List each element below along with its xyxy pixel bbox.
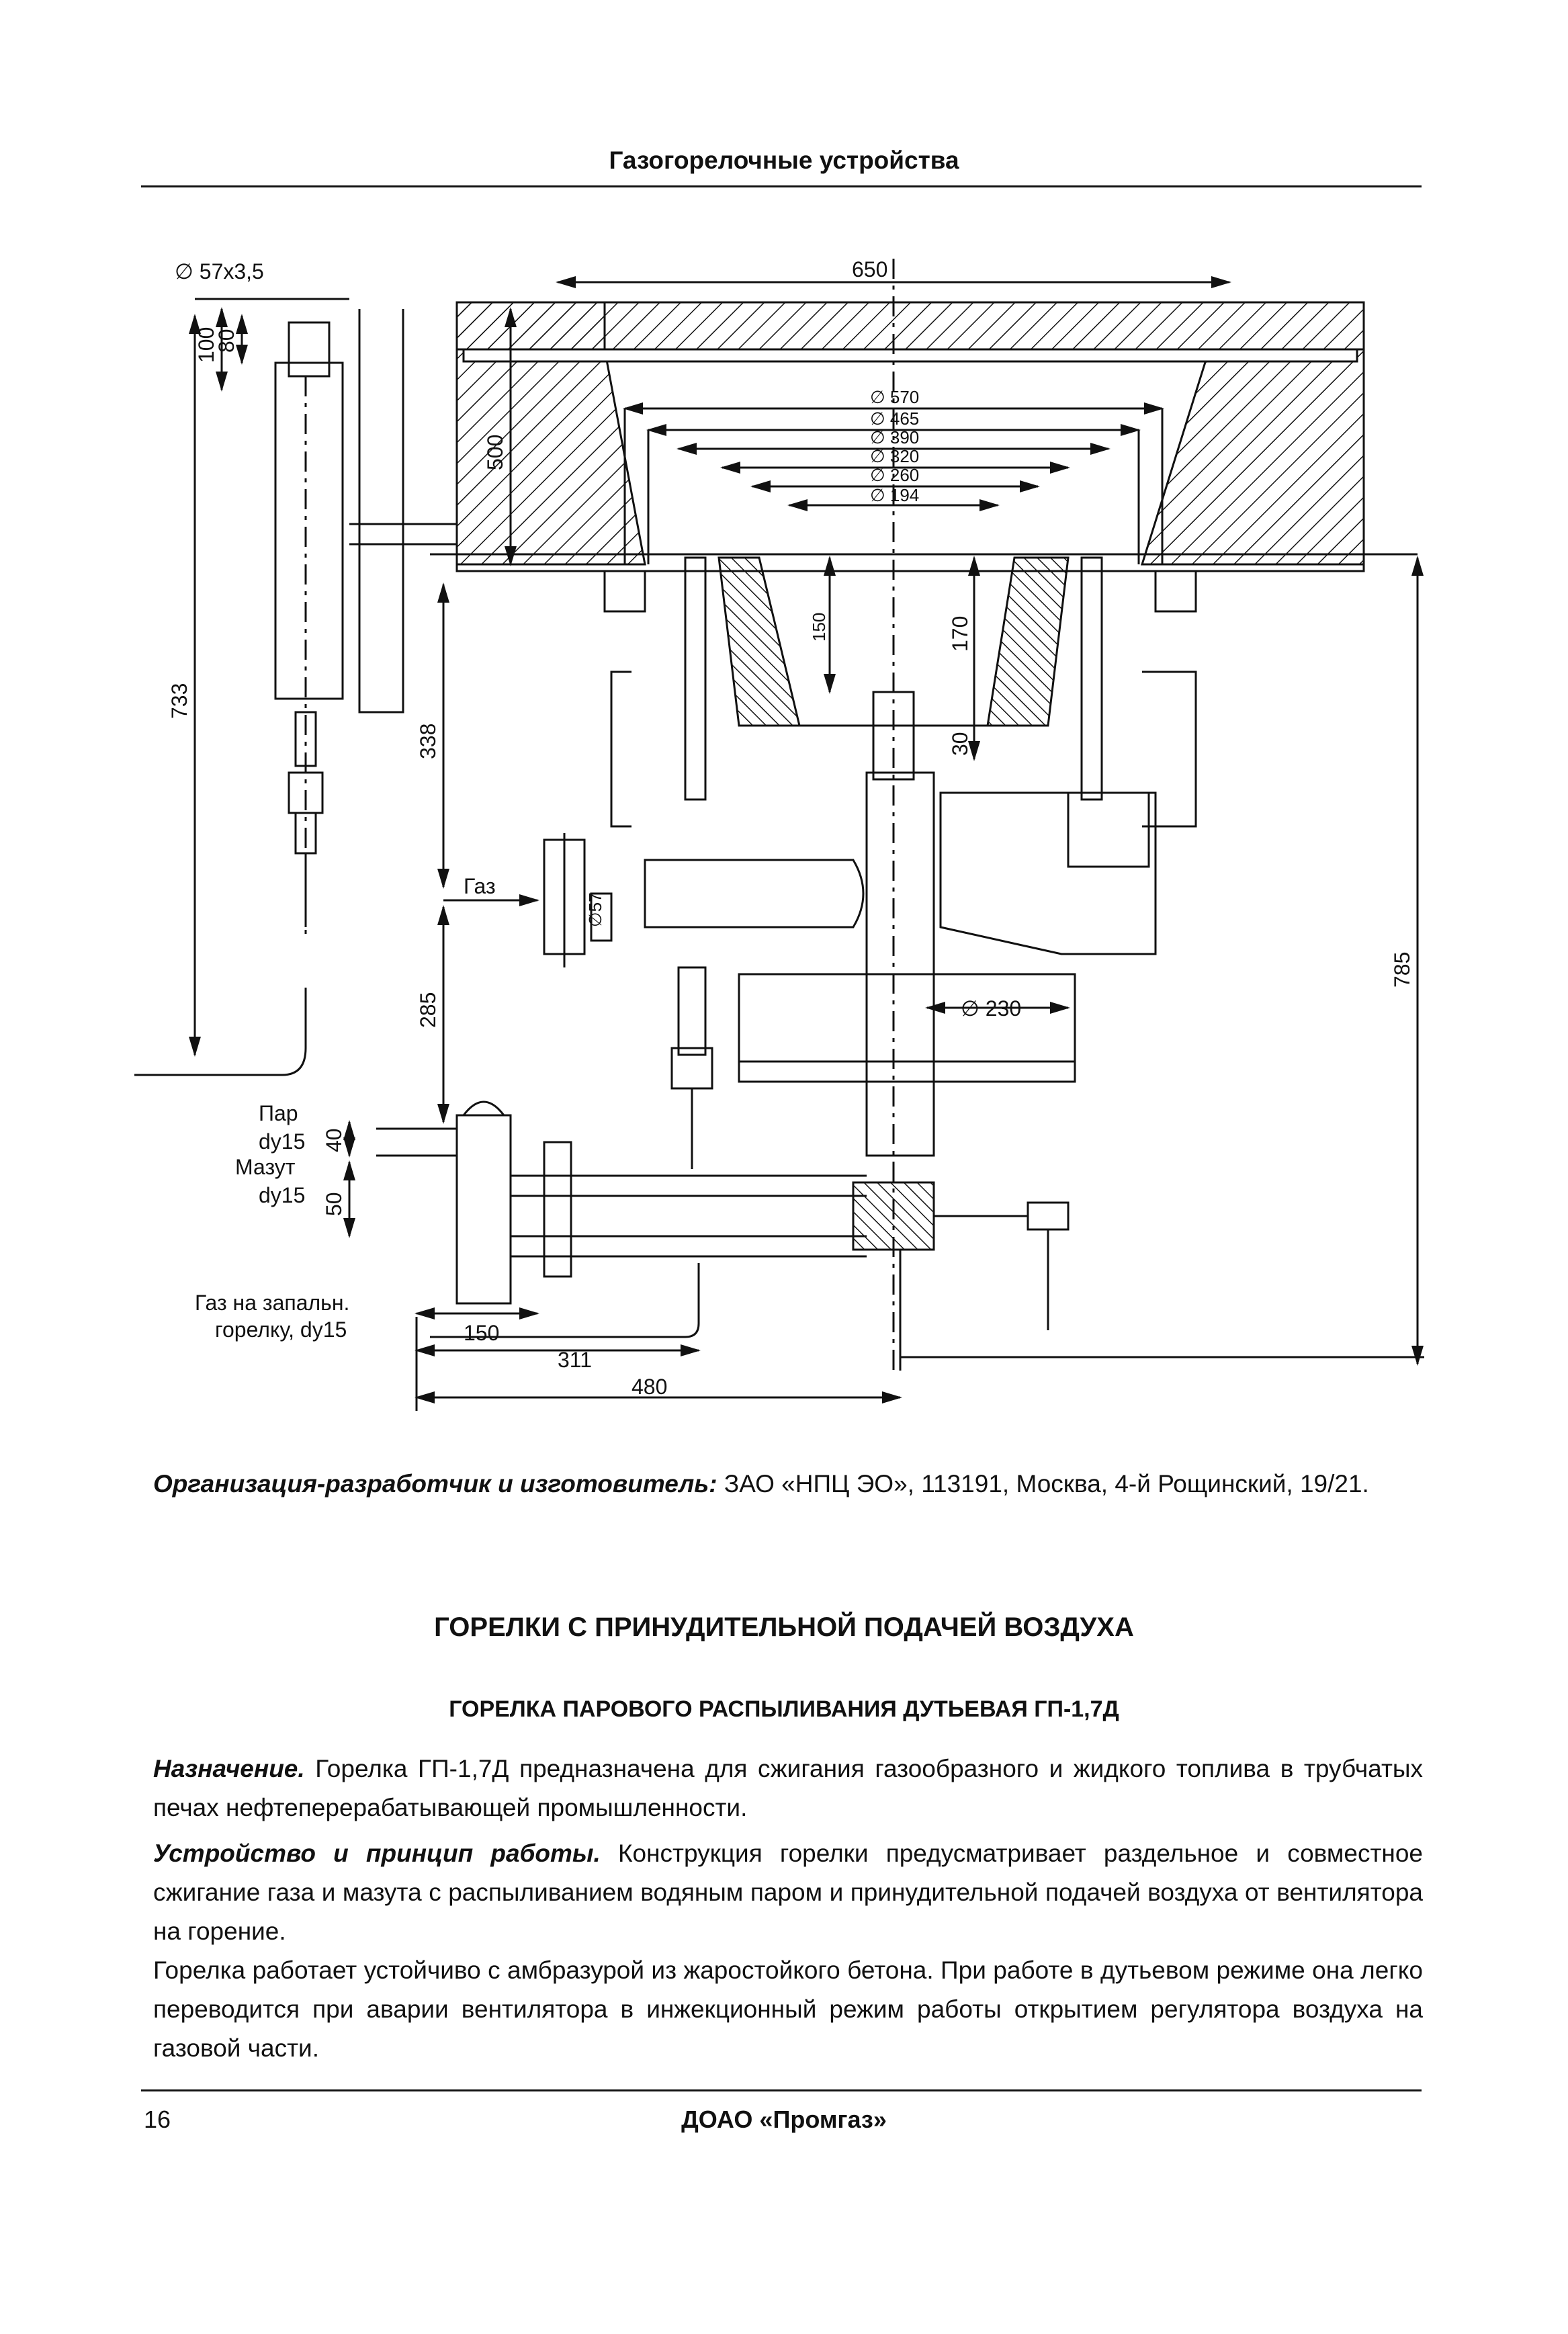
publisher: ДОАО «Промгаз»	[681, 2106, 887, 2133]
label-steam: Пар	[259, 1101, 298, 1125]
label-dim-50: 50	[322, 1192, 346, 1216]
label-dim-785: 785	[1390, 952, 1414, 988]
label-dim-480: 480	[631, 1375, 667, 1399]
label-dim-260: ∅ 260	[870, 465, 919, 485]
section-subheading: ГОРЕЛКА ПАРОВОГО РАСПЫЛИВАНИЯ ДУТЬЕВАЯ Г…	[449, 1696, 1119, 1722]
label-fuel-oil-dn: dу15	[259, 1183, 305, 1207]
running-header: Газогорелочные устройства	[609, 146, 959, 174]
label-dim-320: ∅ 320	[870, 446, 919, 466]
design-paragraph: Устройство и принцип работы. Конструкция…	[153, 1834, 1423, 1951]
label-pipe-size: ∅ 57x3,5	[175, 259, 264, 284]
page-number: 16	[144, 2106, 171, 2133]
label-dim-311: 311	[558, 1348, 592, 1372]
purpose-label: Назначение.	[153, 1755, 305, 1782]
label-dim-150-vertical: 150	[809, 613, 829, 642]
label-gas: Газ	[464, 874, 496, 898]
purpose-text: Горелка ГП-1,7Д предназначена для сжиган…	[153, 1755, 1423, 1821]
label-dim-100: 100	[194, 327, 218, 363]
label-dim-150-horizontal: 150	[464, 1321, 499, 1345]
label-dim-733: 733	[167, 683, 191, 719]
label-dim-230: ∅ 230	[961, 996, 1021, 1021]
developer-text: ЗАО «НПЦ ЭО», 113191, Москва, 4-й Рощинс…	[717, 1470, 1369, 1498]
label-dim-57: ∅57	[585, 892, 605, 927]
design-text: Конструкция горелки предусматривает разд…	[153, 1840, 1423, 1945]
section-heading: ГОРЕЛКИ С ПРИНУДИТЕЛЬНОЙ ПОДАЧЕЙ ВОЗДУХА	[434, 1612, 1134, 1642]
label-fuel-oil: Мазут	[235, 1155, 296, 1179]
label-dim-338: 338	[416, 724, 440, 759]
label-dim-570: ∅ 570	[870, 387, 919, 407]
label-dim-285: 285	[416, 992, 440, 1028]
footer-rule	[141, 2089, 1422, 2091]
design-paragraph-2: Горелка работает устойчиво с амбразурой …	[153, 1956, 1423, 2062]
label-igniter-gas-1: Газ на запальн.	[195, 1291, 349, 1315]
label-dim-390: ∅ 390	[870, 427, 919, 447]
label-dim-40: 40	[322, 1128, 346, 1152]
developer-label: Организация-разработчик и изготовитель:	[153, 1470, 717, 1498]
header-rule	[141, 185, 1422, 187]
label-dim-500: 500	[483, 435, 507, 470]
design-label: Устройство и принцип работы.	[153, 1840, 601, 1867]
developer-paragraph: Организация-разработчик и изготовитель: …	[153, 1465, 1423, 1504]
label-dim-194: ∅ 194	[870, 485, 919, 505]
label-dim-465: ∅ 465	[870, 408, 919, 429]
purpose-paragraph: Назначение. Горелка ГП-1,7Д предназначен…	[153, 1749, 1423, 1827]
label-dim-170: 170	[948, 616, 972, 652]
label-dim-650: 650	[852, 257, 887, 282]
burner-drawing: ∅ 57x3,5 650 ∅ 570 ∅ 465 ∅ 390 ∅ 320 ∅ 2…	[134, 257, 1424, 1411]
label-steam-dn: dу15	[259, 1129, 305, 1154]
label-dim-80: 80	[214, 329, 238, 353]
label-igniter-gas-2: горелку, dу15	[215, 1317, 347, 1342]
label-dim-30: 30	[948, 732, 972, 756]
